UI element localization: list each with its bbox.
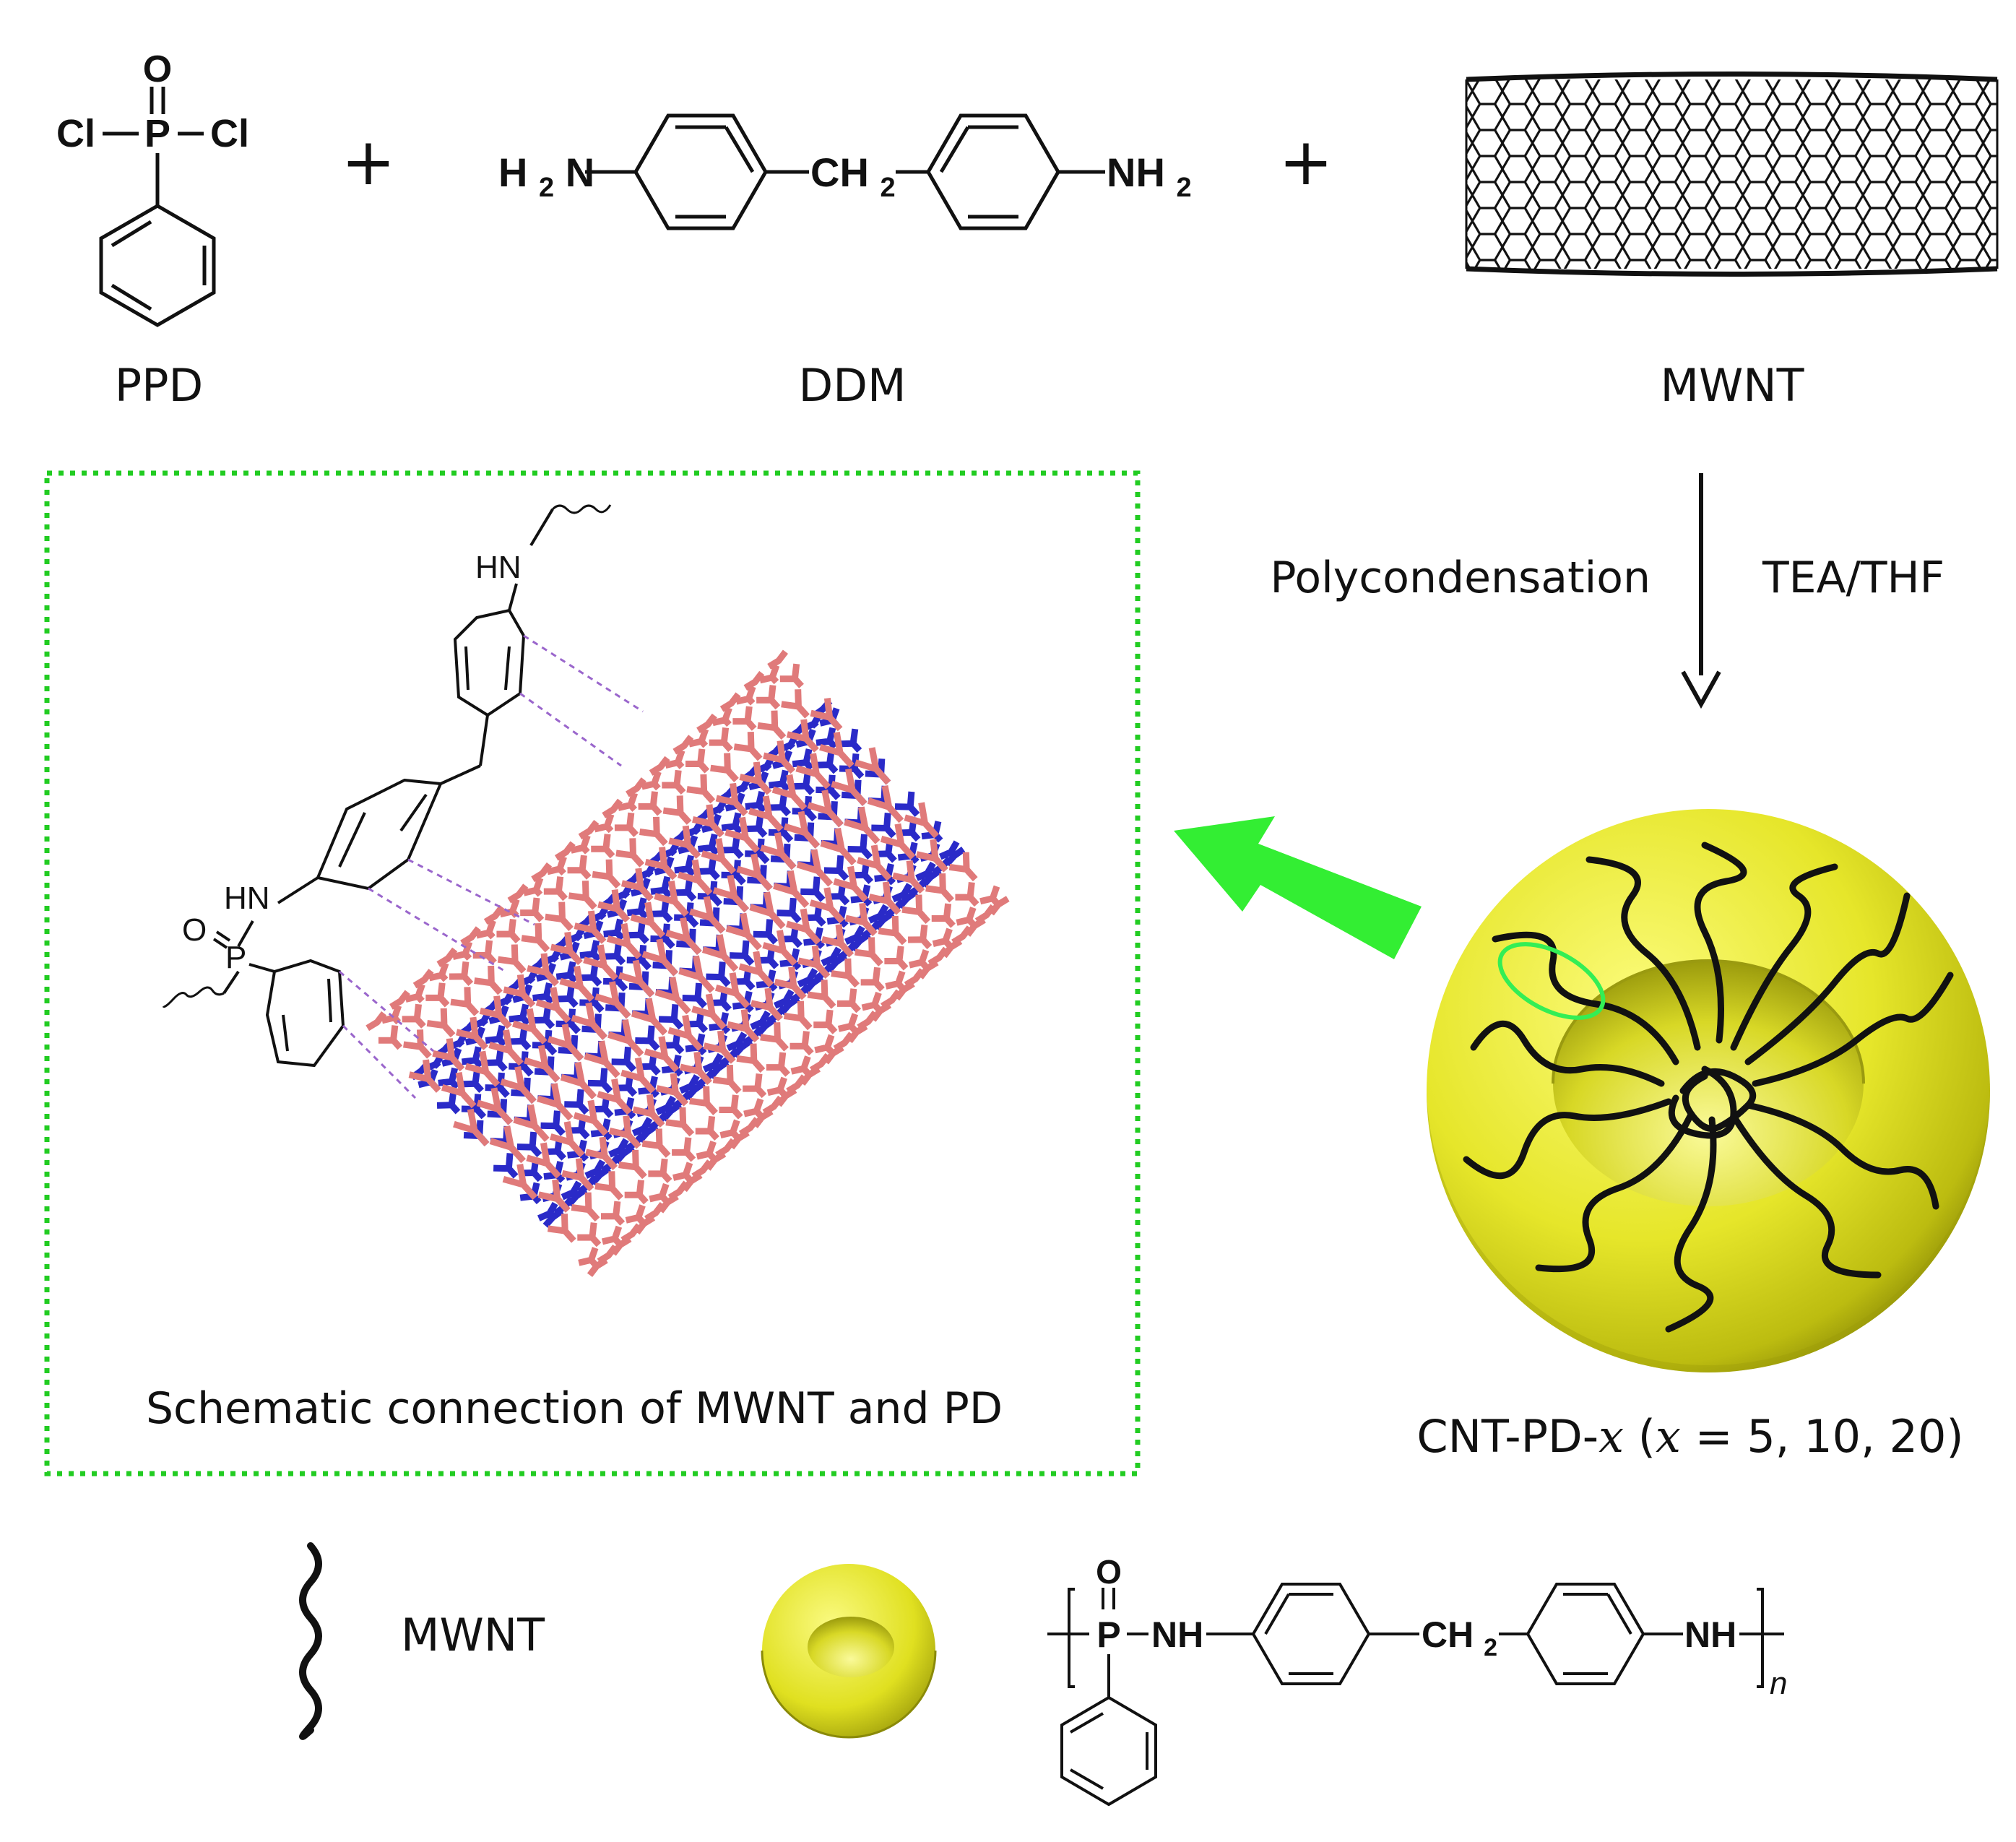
plus-sign-2: +	[1279, 124, 1333, 200]
product-caption-var2: x	[1656, 1410, 1681, 1463]
legend-polymer-oxygen: O	[1096, 1553, 1122, 1591]
ppd-chlorine-right: Cl	[210, 112, 249, 155]
plus-sign-1: +	[341, 124, 395, 200]
condition-right: TEA/THF	[1762, 553, 1944, 603]
product-caption-values: = 5, 10, 20)	[1681, 1410, 1964, 1463]
ddm-amine-sub: 2	[539, 173, 554, 203]
highlight-ring	[1497, 942, 1606, 1020]
legend-polymer-methylene: CH	[1422, 1614, 1474, 1655]
schematic-phosphorus: P	[225, 940, 246, 975]
ppd-phenyl-ring	[99, 204, 216, 327]
product-caption-prefix: CNT-PD-	[1416, 1410, 1598, 1463]
legend-polymer-ring-1	[1251, 1583, 1371, 1685]
schematic-oxygen: O	[182, 912, 207, 948]
product-caption-paren: (	[1624, 1410, 1656, 1463]
product-sphere	[1427, 809, 1990, 1372]
svg-text:CH 2: CH 2	[810, 150, 896, 203]
ddm-methylene-sub: 2	[880, 173, 895, 203]
ppd-phosphorus-atom: P	[144, 112, 170, 155]
ddm-amine-right-sub: 2	[1176, 173, 1191, 203]
legend-mwnt-label: MWNT	[401, 1609, 545, 1661]
pi-stacking-lines	[339, 634, 644, 1099]
nanotube-outer-wall	[365, 649, 1010, 1277]
reaction-arrow	[1681, 473, 1721, 709]
mwnt-structure	[1465, 72, 1999, 277]
condition-left: Polycondensation	[1270, 553, 1651, 603]
legend-polymer-methylene-sub: 2	[1484, 1634, 1497, 1661]
legend-polymer-ring-2	[1526, 1583, 1645, 1685]
svg-text:NH 2: NH 2	[1107, 150, 1192, 203]
legend-sphere-icon	[761, 1564, 937, 1739]
schematic-top-amine: HN	[475, 550, 522, 585]
svg-text:CH 2: CH 2	[1422, 1614, 1497, 1661]
legend-polymer-nh-right: NH	[1684, 1614, 1736, 1655]
ddm-methylene: CH	[810, 150, 869, 195]
ppd-chlorine-left: Cl	[56, 112, 95, 155]
nanotube-3d	[365, 649, 1010, 1277]
green-arrow	[1174, 816, 1422, 959]
legend-polymer-phenyl	[1060, 1695, 1157, 1807]
ddm-structure: H 2 N CH 2 NH 2	[498, 113, 1192, 230]
ddm-label: DDM	[799, 359, 907, 412]
product-caption-var: x	[1598, 1410, 1624, 1463]
schematic-labels: HN HN O P	[182, 550, 522, 975]
svg-text:H 2 N: H 2 N	[498, 150, 594, 205]
product-caption: CNT-PD-x (x = 5, 10, 20)	[1416, 1410, 1963, 1463]
ppd-label: PPD	[115, 359, 204, 412]
ddm-amine-h: H	[498, 150, 527, 195]
schematic-ring-middle	[316, 778, 443, 891]
legend-polymer-nh-left: NH	[1151, 1614, 1203, 1655]
ddm-ring-left	[633, 113, 768, 230]
ppd-oxygen-atom: O	[143, 48, 172, 90]
schematic-mid-amine: HN	[224, 881, 270, 916]
schematic-ring-bottom	[265, 959, 345, 1068]
ppd-structure: O P Cl Cl	[56, 48, 249, 327]
polymer-chains	[1463, 842, 1954, 1333]
legend-mwnt-wavy-line	[299, 1542, 322, 1740]
ddm-amine-right: NH	[1107, 150, 1165, 195]
ddm-ring-right	[926, 113, 1060, 230]
schematic-molecule	[162, 504, 644, 1099]
schematic-caption: Schematic connection of MWNT and PD	[146, 1383, 1003, 1434]
legend-polymer-repeat-n: n	[1770, 1666, 1787, 1701]
schematic-panel-border	[44, 470, 1141, 1476]
legend-polymer-structure: O P NH CH 2	[1047, 1553, 1787, 1807]
schematic-ring-top	[453, 608, 526, 717]
legend-polymer-phosphorus: P	[1096, 1614, 1120, 1655]
nanotube-outer-lattice	[365, 649, 1010, 1277]
mwnt-label: MWNT	[1660, 359, 1804, 412]
